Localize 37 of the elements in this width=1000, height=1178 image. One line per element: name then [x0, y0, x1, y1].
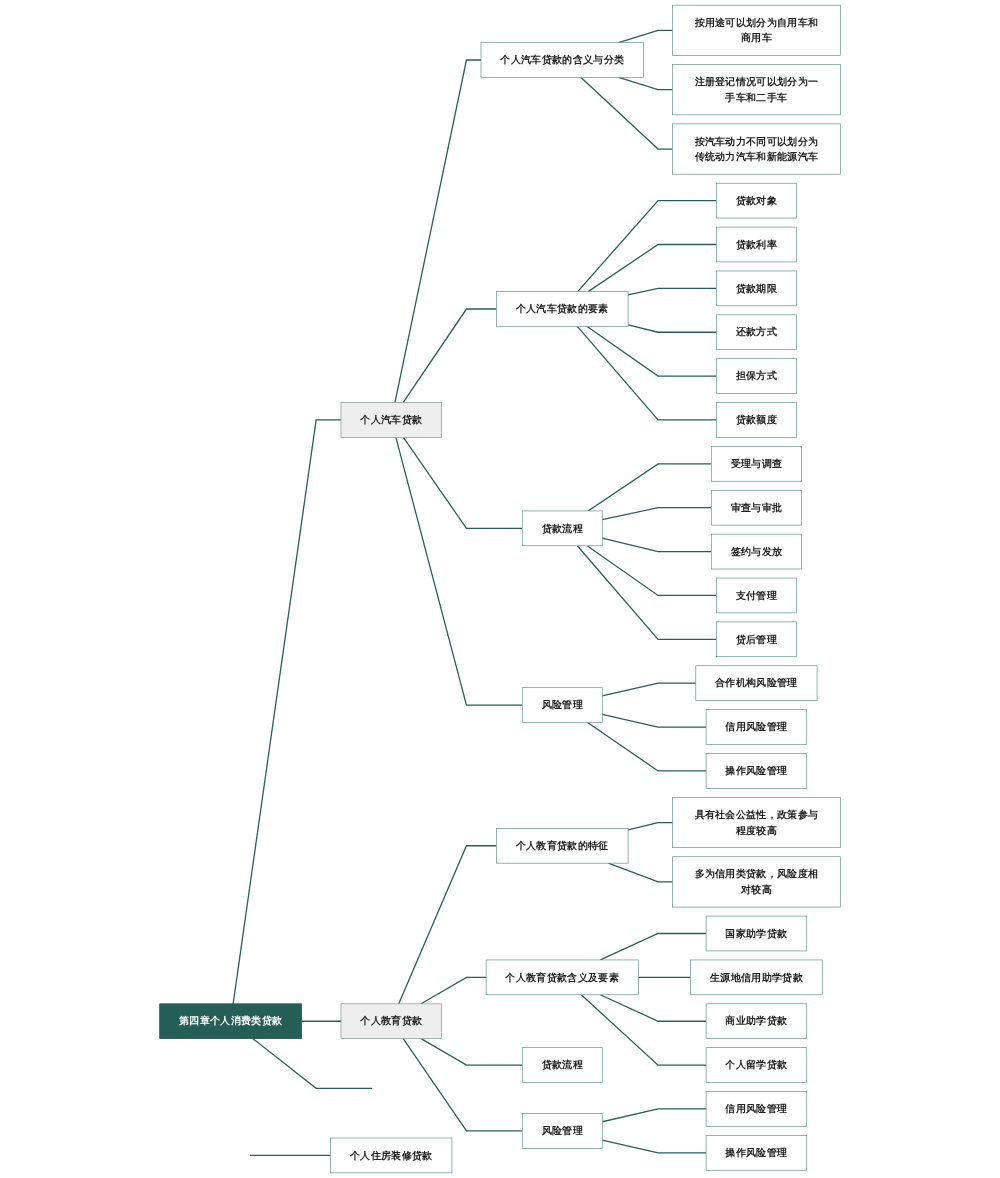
connector: [232, 419, 342, 1005]
connector: [607, 862, 674, 883]
connector: [617, 29, 674, 44]
connector: [580, 994, 707, 1066]
connector: [637, 976, 692, 978]
connector: [576, 325, 718, 421]
connector: [587, 463, 712, 512]
connector: [627, 821, 674, 831]
connector: [601, 537, 712, 553]
connector: [402, 436, 523, 529]
connector: [601, 682, 697, 697]
connector: [599, 994, 707, 1022]
connector: [395, 436, 523, 706]
connector: [601, 507, 712, 521]
connector: [402, 308, 498, 404]
connector: [586, 325, 718, 377]
connector: [398, 845, 498, 1005]
connector: [420, 1038, 523, 1066]
connector: [394, 59, 482, 404]
connector: [587, 243, 718, 293]
connector: [580, 76, 674, 150]
connector: [586, 545, 718, 597]
connector: [627, 324, 718, 333]
connector: [627, 287, 718, 296]
connector: [586, 721, 707, 772]
connector: [402, 1038, 523, 1132]
connector: [601, 1108, 707, 1123]
connector: [249, 1154, 332, 1157]
connector: [601, 713, 707, 728]
connector: [601, 1139, 707, 1154]
connector: [617, 76, 674, 91]
connector: [577, 200, 718, 293]
connector: [599, 932, 707, 961]
connector: [252, 1038, 373, 1089]
connector: [420, 976, 487, 1005]
connector: [300, 1020, 342, 1022]
connector: [576, 545, 718, 640]
